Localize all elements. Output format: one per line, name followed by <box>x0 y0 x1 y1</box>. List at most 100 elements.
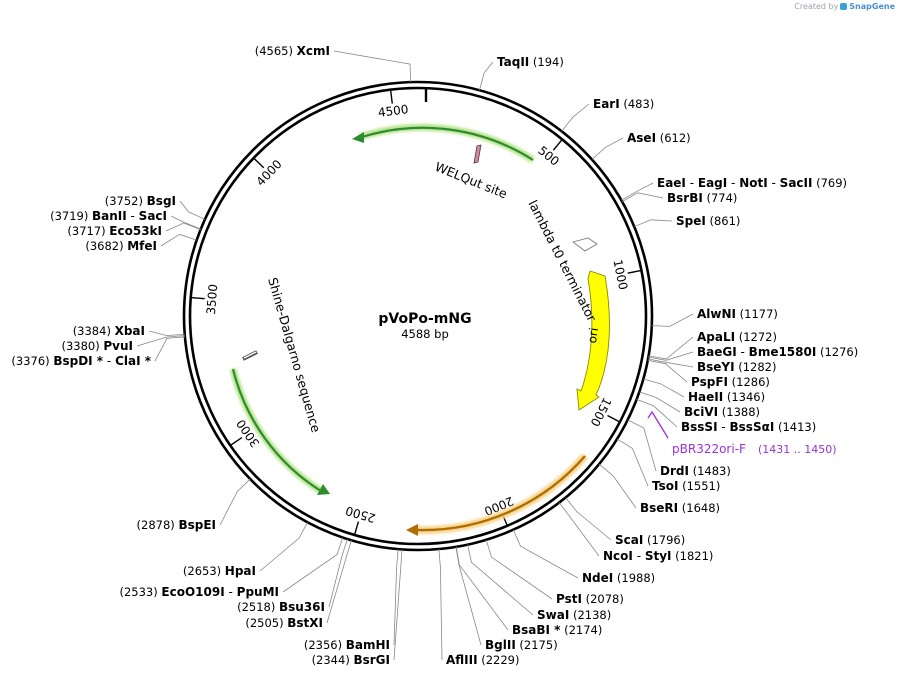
site-leader-line <box>219 478 251 526</box>
enzyme-name: NcoI <box>603 549 633 563</box>
site-leader-line <box>598 463 637 509</box>
enzyme-name: HaeII <box>688 390 723 404</box>
restriction-site-label: SpeI (861) <box>676 214 740 228</box>
restriction-site-label: (2505) BstXI <box>245 616 323 630</box>
lambda-terminator-arrow <box>571 237 598 252</box>
restriction-site-label: (2533) EcoO109I - PpuMI <box>120 585 280 599</box>
site-position: (3380) <box>61 339 103 353</box>
site-leader-line <box>467 544 534 616</box>
feature-orange-bottom <box>406 453 589 536</box>
plasmid-length: 4588 bp <box>401 327 449 341</box>
site-position: (2078) <box>582 592 624 606</box>
restriction-site-label: (3752) BsgI <box>105 194 176 208</box>
primer-marker <box>647 410 669 439</box>
backbone-inner-ring <box>188 86 648 546</box>
site-leader-line <box>621 182 654 201</box>
site-leader-line <box>648 336 694 360</box>
scale-tick <box>190 296 205 300</box>
feature-green-top <box>352 123 535 163</box>
site-position: (2344) <box>312 653 354 667</box>
site-leader-line <box>136 335 185 347</box>
restriction-site-label: (4565) XcmI <box>255 44 330 58</box>
enzyme-name: PvuI <box>103 339 133 353</box>
scale-tick <box>552 138 563 151</box>
site-position: (2138) <box>569 608 611 622</box>
site-position: (1988) <box>613 571 655 585</box>
enzyme-name: MfeI <box>127 239 157 253</box>
welqut-site-mark <box>473 144 482 164</box>
site-position: (1648) <box>678 501 720 515</box>
site-position: (3376) <box>11 354 53 368</box>
site-position: (2229) <box>478 653 520 667</box>
enzyme-name: ScaI <box>615 533 643 547</box>
restriction-site-label: ApaLI (1272) <box>697 330 777 344</box>
enzyme-name: EaeI <box>657 176 686 190</box>
site-position: (1483) <box>689 464 731 478</box>
site-separator: - <box>718 420 730 434</box>
site-leader-line <box>512 529 579 579</box>
site-position: (1346) <box>723 390 765 404</box>
snapgene-logo-icon <box>840 3 848 10</box>
site-position: (2175) <box>516 638 558 652</box>
restriction-site-label: PspFI (1286) <box>691 375 770 389</box>
enzyme-name: EagI <box>698 176 727 190</box>
scale-tick <box>389 89 393 104</box>
scale-tick-label: 3500 <box>204 284 220 316</box>
site-position: (2878) <box>137 518 179 532</box>
feature-green-left <box>229 368 330 495</box>
site-position: (769) <box>812 176 847 190</box>
site-position: (1551) <box>678 479 720 493</box>
scale-tick-label: 4500 <box>377 102 409 120</box>
site-leader-line <box>485 539 553 600</box>
site-leader-line <box>643 378 685 398</box>
restriction-site-label: BaeGI - Bme1580I (1276) <box>697 345 858 359</box>
restriction-site-label: (3376) BspDI * - ClaI * <box>11 354 151 368</box>
site-leader-line <box>627 419 657 472</box>
enzyme-name: ClaI * <box>115 354 152 368</box>
site-position: (612) <box>656 131 691 145</box>
enzyme-name: AflIII <box>446 653 478 667</box>
restriction-site-label: (2878) BspEI <box>137 518 216 532</box>
enzyme-name: BssSαI <box>730 420 775 434</box>
restriction-site-label: AlwNI (1177) <box>697 307 778 321</box>
site-separator: - <box>633 549 645 563</box>
site-leader-line <box>561 103 590 132</box>
site-position: (1821) <box>672 549 714 563</box>
site-position: (774) <box>703 191 738 205</box>
site-leader-line <box>160 233 197 247</box>
site-leader-line <box>282 537 344 593</box>
enzyme-name: BanII <box>92 209 127 223</box>
site-leader-line <box>565 497 612 541</box>
site-leader-line <box>333 50 412 83</box>
primer-label: pBR322ori-F <box>672 442 746 456</box>
enzyme-name: BsgI <box>147 194 176 208</box>
enzyme-name: DrdI <box>660 464 689 478</box>
restriction-site-label: AflIII (2229) <box>446 653 519 667</box>
enzyme-name: AseI <box>627 131 656 145</box>
site-leader-line <box>591 137 624 160</box>
plasmid-name: pVoPo-mNG <box>378 311 471 327</box>
enzyme-name: SwaI <box>537 608 569 622</box>
site-leader-line <box>648 351 694 361</box>
enzyme-name: SacII <box>780 176 813 190</box>
scale-tick-label: 1000 <box>610 258 630 291</box>
lambda-terminator-label: lambda t0 terminator <box>525 198 600 325</box>
site-leader-line <box>651 313 694 327</box>
enzyme-name: ApaLI <box>697 330 735 344</box>
restriction-site-label: EaeI - EagI - NotI - SacII (769) <box>657 176 847 190</box>
site-leader-line <box>328 538 348 608</box>
enzyme-name: BaeGI <box>697 345 737 359</box>
enzyme-name: BspDI * <box>53 354 103 368</box>
site-leader-line <box>639 391 681 413</box>
site-leader-line <box>154 336 185 362</box>
enzyme-name: EarI <box>593 97 620 111</box>
site-leader-line <box>558 502 600 557</box>
site-leader-lines <box>136 50 694 661</box>
site-leader-line <box>455 546 509 631</box>
site-position: (1282) <box>735 360 777 374</box>
site-leader-line <box>647 358 694 368</box>
restriction-site-label: (3380) PvuI <box>61 339 133 353</box>
restriction-site-label: BciVI (1388) <box>684 405 760 419</box>
restriction-site-label: (2356) BamHI <box>304 638 390 652</box>
